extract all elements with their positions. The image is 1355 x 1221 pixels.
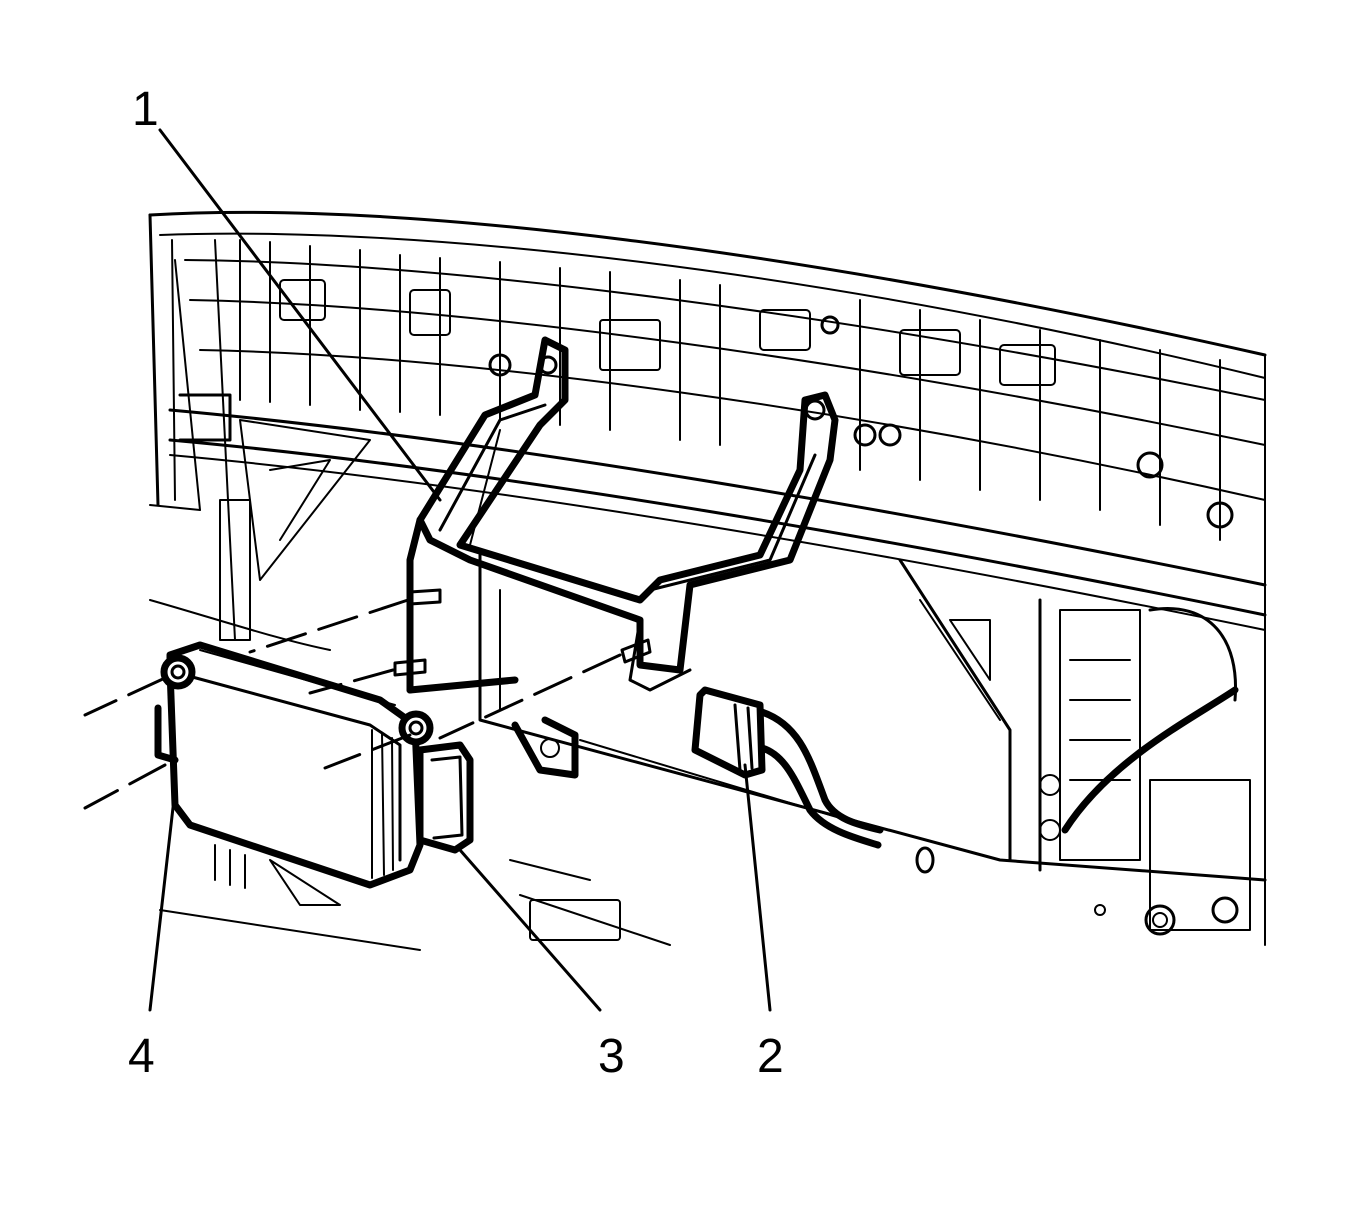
leader-line-2	[743, 763, 772, 1012]
dashboard-crossmember	[148, 210, 1267, 951]
callout-2: 2	[757, 1030, 784, 1083]
callout-1: 1	[132, 83, 159, 136]
mounting-studs	[393, 588, 652, 677]
installation-guide-lines	[83, 598, 622, 810]
leader-line-4	[148, 788, 177, 1012]
callout-3: 3	[598, 1030, 625, 1083]
callout-labels: 1 2 3 4	[128, 83, 784, 1083]
mounting-bracket	[406, 336, 839, 779]
callout-4: 4	[128, 1030, 155, 1083]
leader-lines	[148, 128, 772, 1012]
electrical-connector	[691, 686, 884, 849]
leader-line-3	[458, 848, 602, 1012]
leader-line-1	[158, 128, 442, 502]
control-module	[154, 641, 474, 906]
